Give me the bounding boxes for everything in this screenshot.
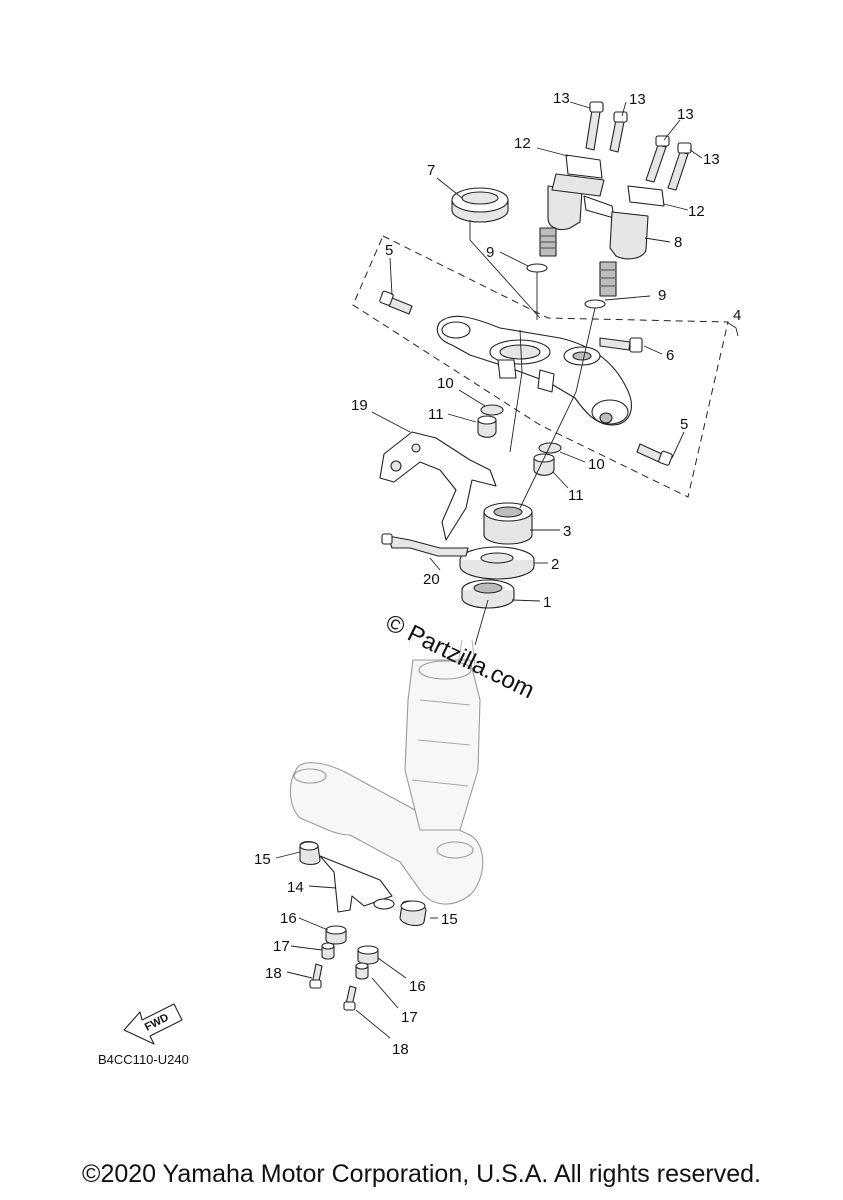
callout-18a: 18	[265, 965, 282, 982]
callout-19: 19	[351, 397, 368, 414]
callout-5b: 5	[680, 416, 688, 433]
handlebar-holder-right	[599, 185, 665, 297]
handlebar-holder-left	[539, 154, 615, 257]
callout-10b: 10	[588, 456, 605, 473]
callout-16a: 16	[280, 910, 297, 927]
callout-2: 2	[551, 556, 559, 573]
callout-12b: 12	[688, 203, 705, 220]
washers-and-nuts	[477, 263, 606, 476]
callout-labels: 1 2 3 4 5 5 6 7 8 9 9 10 10 11 11 12 12 …	[254, 90, 741, 1058]
callout-15b: 15	[441, 911, 458, 928]
upper-bracket	[436, 315, 632, 426]
callout-18b: 18	[392, 1041, 409, 1058]
callout-13b: 13	[629, 91, 646, 108]
lower-hose-holder	[299, 840, 427, 1011]
hose-clamp	[381, 533, 469, 557]
callout-1: 1	[543, 594, 551, 611]
brake-hose-bracket	[379, 431, 497, 541]
callout-10a: 10	[437, 375, 454, 392]
callout-11b: 11	[568, 487, 584, 504]
fwd-arrow-icon: FWD	[123, 1003, 183, 1045]
drawing-code: B4CC110-U240	[98, 1052, 189, 1067]
callout-15a: 15	[254, 851, 271, 868]
callout-6: 6	[666, 347, 674, 364]
callout-3: 3	[563, 523, 571, 540]
pinch-bolts	[379, 290, 673, 466]
callout-12a: 12	[514, 135, 531, 152]
callout-16b: 16	[409, 978, 426, 995]
callout-11a: 11	[428, 406, 444, 423]
callout-9b: 9	[658, 287, 666, 304]
bearing	[461, 579, 515, 609]
callout-20: 20	[423, 571, 440, 588]
collar	[483, 502, 533, 545]
callout-14: 14	[287, 879, 304, 896]
callout-8: 8	[674, 234, 682, 251]
upper-bracket-assembly-boundary	[352, 235, 729, 498]
callout-13c: 13	[677, 106, 694, 123]
callout-17a: 17	[273, 938, 290, 955]
callout-17b: 17	[401, 1009, 418, 1026]
cap	[451, 187, 509, 223]
leader-lines	[275, 101, 739, 1039]
lower-bracket-ghost	[289, 639, 484, 905]
callout-4: 4	[733, 307, 741, 324]
callout-7: 7	[427, 162, 435, 179]
callout-9a: 9	[486, 244, 494, 261]
callout-5a: 5	[385, 242, 393, 259]
callout-13a: 13	[553, 90, 570, 107]
callout-13d: 13	[703, 151, 720, 168]
copyright-notice: ©2020 Yamaha Motor Corporation, U.S.A. A…	[82, 1160, 761, 1188]
seal	[459, 546, 535, 580]
